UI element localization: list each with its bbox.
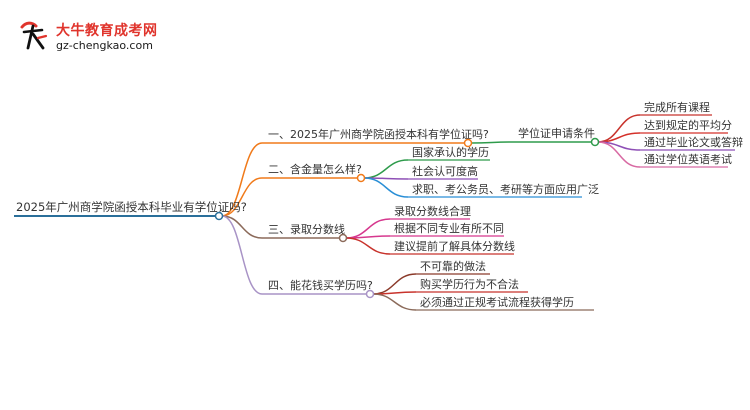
branch-1-connector (463, 138, 473, 148)
branch-3-connector (338, 233, 348, 243)
branch-1-sub-connector (590, 137, 600, 147)
leaf-1-2[interactable]: 达到规定的平均分 (644, 118, 732, 132)
link-leaf-4-1 (372, 273, 417, 295)
branch-2-connector (356, 173, 366, 183)
leaf-3-2[interactable]: 根据不同专业有所不同 (394, 221, 504, 235)
leaf-4-3[interactable]: 必须通过正规考试流程获得学历 (420, 295, 574, 309)
leaf-2-2[interactable]: 社会认可度高 (412, 164, 478, 178)
link-root-branch-4 (221, 215, 263, 295)
leaf-2-1[interactable]: 国家承认的学历 (412, 145, 489, 159)
leaf-3-3[interactable]: 建议提前了解具体分数线 (394, 239, 515, 253)
link-branch-1-sub (470, 141, 514, 144)
leaf-3-1[interactable]: 录取分数线合理 (394, 204, 471, 218)
branch-1-label[interactable]: 一、2025年广州商学院函授本科有学位证吗? (268, 127, 489, 141)
link-leaf-3-3 (345, 237, 391, 255)
logo-url: gz-chengkao.com (56, 39, 153, 52)
leaf-1-3[interactable]: 通过毕业论文或答辩 (644, 135, 743, 149)
branch-4-connector (365, 289, 375, 299)
link-root-branch-2 (221, 177, 263, 217)
leaf-4-1[interactable]: 不可靠的做法 (420, 259, 486, 273)
leaf-4-2[interactable]: 购买学历行为不合法 (420, 277, 519, 291)
mind-map-nodes: 2025年广州商学院函授本科毕业有学位证吗? 一、2025年广州商学院函授本科有… (14, 100, 743, 311)
branch-4-label[interactable]: 四、能花钱买学历吗? (268, 278, 373, 292)
site-logo[interactable]: 大牛教育成考网 gz-chengkao.com (16, 18, 166, 54)
root-connector (214, 211, 224, 221)
link-leaf-3-1 (345, 218, 391, 239)
ox-logo-icon (20, 21, 48, 50)
link-leaf-2-3 (363, 177, 409, 198)
link-leaf-2-1 (363, 159, 409, 179)
leaf-1-4[interactable]: 通过学位英语考试 (644, 152, 732, 166)
branch-1-sub-label[interactable]: 学位证申请条件 (518, 126, 595, 140)
logo-title: 大牛教育成考网 (56, 23, 158, 39)
leaf-2-3[interactable]: 求职、考公务员、考研等方面应用广泛 (412, 182, 599, 196)
leaf-1-1[interactable]: 完成所有课程 (644, 100, 710, 114)
branch-3-label[interactable]: 三、录取分数线 (268, 222, 345, 236)
link-root-branch-1 (221, 142, 263, 217)
root-topic[interactable]: 2025年广州商学院函授本科毕业有学位证吗? (16, 200, 247, 214)
link-leaf-4-3 (372, 293, 417, 311)
mind-map-links (221, 114, 641, 311)
branch-2-label[interactable]: 二、含金量怎么样? (268, 162, 362, 176)
link-leaf-1-4 (597, 141, 641, 168)
